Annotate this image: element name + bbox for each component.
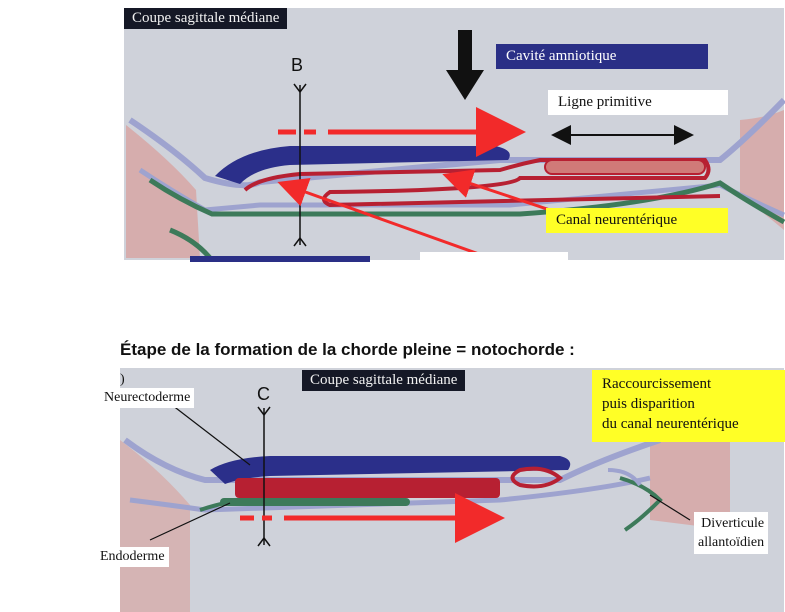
section-letter-b: B — [291, 55, 304, 75]
label-primitive-line: Ligne primitive — [548, 90, 728, 115]
label-neurectoderm: Neurectoderme — [100, 388, 195, 408]
label-shortening-line-3: du canal neurentérique — [602, 416, 739, 432]
label-endoderm: Endoderme — [96, 547, 169, 567]
top-embryo-drawing — [126, 30, 785, 262]
bottom-diagram-title: Coupe sagittale médiane — [302, 370, 466, 391]
top-diagram-title: Coupe sagittale médiane — [124, 8, 288, 29]
label-amniotic-cavity: Cavité amniotique — [496, 44, 708, 69]
label-diverticule-line-2: allantoïdien — [698, 535, 765, 550]
section-letter-c: C — [257, 384, 270, 404]
label-diverticule-line-1: Diverticule — [701, 516, 765, 531]
label-shortening-line-2: puis disparition — [602, 396, 695, 412]
label-neurenteric-canal: Canal neurentérique — [546, 208, 728, 233]
section-heading: Étape de la formation de la chorde plein… — [120, 340, 575, 359]
svg-text:): ) — [120, 372, 125, 387]
label-shortening-box: Raccourcissement puis disparition du can… — [592, 370, 785, 442]
label-diverticule-box: Diverticule allantoïdien — [694, 512, 769, 554]
bottom-embryo-drawing: ) — [120, 372, 730, 612]
label-shortening-line-1: Raccourcissement — [602, 376, 712, 392]
